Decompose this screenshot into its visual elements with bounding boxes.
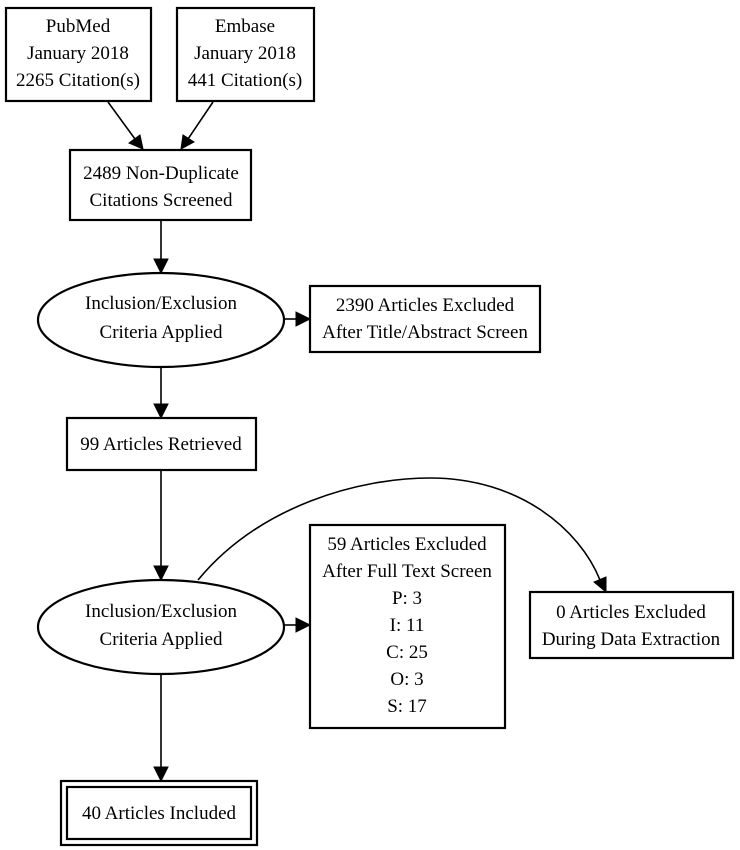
node-excluded-title: 2390 Articles Excluded After Title/Abstr…	[308, 284, 542, 354]
edge-pubmed-to-screened	[107, 101, 144, 150]
node-excluded-title-line: 2390 Articles Excluded	[336, 295, 515, 316]
node-criteria-1-line: Inclusion/Exclusion	[85, 293, 237, 314]
node-excluded-fulltext-line: 59 Articles Excluded	[327, 534, 487, 555]
node-excluded-fulltext-line: S: 17	[387, 696, 427, 717]
node-criteria-2: Inclusion/Exclusion Criteria Applied	[36, 578, 286, 676]
node-embase-line: 441 Citation(s)	[188, 70, 303, 91]
edge-retrieved-to-criteria-2	[153, 470, 169, 582]
edge-criteria-1-to-excluded-title	[284, 311, 312, 327]
node-pubmed-line: PubMed	[46, 16, 111, 37]
node-excluded-fulltext: 59 Articles Excluded After Full Text Scr…	[308, 523, 507, 730]
node-excluded-title-line: After Title/Abstract Screen	[322, 322, 528, 343]
node-excluded-extraction-line: During Data Extraction	[542, 629, 721, 650]
node-included: 40 Articles Included	[59, 779, 259, 847]
edge-criteria-2-to-included	[153, 674, 169, 783]
node-retrieved: 99 Articles Retrieved	[65, 416, 258, 472]
node-excluded-fulltext-line: C: 25	[386, 642, 428, 663]
node-pubmed-line: 2265 Citation(s)	[16, 70, 140, 91]
node-screened: 2489 Non-Duplicate Citations Screened	[68, 148, 253, 222]
node-embase-line: January 2018	[194, 43, 296, 64]
node-retrieved-line: 99 Articles Retrieved	[80, 434, 242, 455]
edges	[107, 101, 607, 783]
node-excluded-extraction-line: 0 Articles Excluded	[556, 602, 706, 623]
node-excluded-fulltext-line: After Full Text Screen	[322, 561, 492, 582]
node-criteria-1-line: Criteria Applied	[100, 322, 223, 343]
node-criteria-2-line: Inclusion/Exclusion	[85, 601, 237, 622]
edge-screened-to-criteria-1	[153, 220, 169, 275]
node-embase-line: Embase	[215, 16, 275, 37]
node-criteria-2-line: Criteria Applied	[100, 629, 223, 650]
node-included-line: 40 Articles Included	[82, 803, 237, 824]
node-excluded-fulltext-line: O: 3	[390, 669, 423, 690]
node-screened-line: Citations Screened	[90, 190, 233, 211]
node-screened-line: 2489 Non-Duplicate	[83, 163, 239, 184]
node-excluded-fulltext-line: P: 3	[392, 588, 422, 609]
edge-criteria-2-to-excluded-extraction	[197, 477, 607, 594]
node-embase: Embase January 2018 441 Citation(s)	[175, 6, 316, 103]
node-excluded-fulltext-line: I: 11	[390, 615, 425, 636]
edge-criteria-2-to-excluded-fulltext	[284, 617, 312, 633]
node-excluded-extraction: 0 Articles Excluded During Data Extracti…	[528, 590, 735, 660]
edge-criteria-1-to-retrieved	[153, 367, 169, 420]
edge-embase-to-screened	[180, 101, 214, 150]
node-criteria-1: Inclusion/Exclusion Criteria Applied	[36, 271, 286, 369]
node-pubmed-line: January 2018	[27, 43, 129, 64]
node-pubmed: PubMed January 2018 2265 Citation(s)	[4, 6, 153, 103]
